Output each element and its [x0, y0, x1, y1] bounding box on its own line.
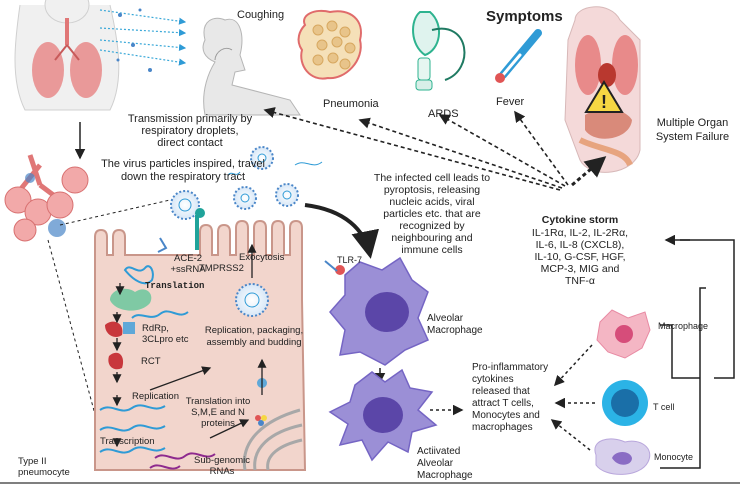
svg-text:!: !: [601, 92, 607, 112]
virus-inspired-text: The virus particles inspired, travel dow…: [101, 158, 265, 183]
cytokine-storm-title: Cytokine storm: [541, 214, 619, 226]
alveolar-macrophage-label: Alveolar Macrophage: [427, 313, 483, 336]
warning-icon: [584, 80, 624, 113]
subgenomic-label: Sub-genomic RNAs: [194, 455, 250, 477]
left-lung: [32, 42, 64, 98]
rna-strands-purple: [149, 452, 216, 470]
ards-label: ARDS: [428, 108, 459, 120]
transmission-text: Transmission primarily by respiratory dr…: [127, 113, 253, 149]
tmprss2-label: TMPRSS2: [199, 263, 244, 274]
rdrp-label: RdRp, 3CLpro etc: [142, 323, 189, 345]
oxygen-mask-icon: [412, 11, 466, 91]
type2-pneumocyte-label: Type II pneumocyte: [18, 456, 70, 478]
immune-arrows: [550, 344, 595, 451]
cell-inner-arrows: [112, 243, 267, 448]
coughing-person: [202, 17, 301, 116]
pro-inflammatory-label: Pro-inflammatory cytokines released that…: [472, 362, 549, 433]
t-cell: [602, 380, 648, 426]
macrophage-cell: [596, 309, 651, 359]
pneumonia-label: Pneumonia: [323, 98, 379, 110]
right-lung: [70, 42, 102, 98]
monocyte-label: Monocyte: [654, 452, 694, 462]
multi-organ-label: Multiple Organ System Failure: [655, 117, 730, 143]
coughing-label: Coughing: [237, 9, 285, 21]
endoplasmic-reticulum: [242, 408, 303, 471]
tlr7-label: TLR-7: [337, 255, 363, 265]
infected-cell-text: The infected cell leads to pyroptosis, r…: [373, 172, 491, 256]
replication-label: Replication: [132, 391, 179, 402]
monocyte-cell: [594, 438, 651, 475]
zoom-line-top: [59, 199, 171, 226]
translation-into-label: Translation into S,M,E and N proteins: [185, 396, 251, 429]
rct-label: RCT: [141, 356, 161, 367]
thermometer-icon: [495, 29, 542, 83]
feedback-bracket: [660, 239, 735, 469]
pneumonia-icon: [297, 9, 362, 80]
translation-label: Translation: [145, 281, 205, 291]
virus-particles: [170, 146, 323, 317]
activated-macrophage: [328, 368, 438, 462]
droplets: [116, 8, 152, 72]
exocytosis-label: Exocytosis: [239, 252, 285, 263]
replication-packaging-label: Replication, packaging, assembly and bud…: [204, 325, 304, 348]
organs-torso: !: [564, 6, 641, 173]
symptom-arrows: [263, 107, 607, 191]
alveoli-cluster: [4, 154, 89, 242]
cytokine-list: IL-1Rα, IL-2, IL-2Rα, IL-6, IL-8 (CXCL8)…: [531, 227, 629, 287]
rna-strands: [99, 265, 189, 454]
fever-label: Fever: [496, 96, 525, 108]
alveolar-macrophage: [324, 256, 429, 366]
protein-shapes: [105, 321, 267, 426]
macrophage-label: Macrophage: [658, 321, 709, 331]
arrow-to-macrophage: [304, 203, 380, 259]
human-figure: [14, 0, 120, 111]
transcription-label: Transcription: [100, 436, 155, 447]
t-cell-label: T cell: [653, 402, 675, 412]
symptoms-title: Symptoms: [486, 8, 563, 25]
activated-macrophage-label: Actiivated Alveolar Macrophage: [417, 446, 473, 481]
ace2-label: ACE-2 +ssRNA: [170, 253, 206, 275]
